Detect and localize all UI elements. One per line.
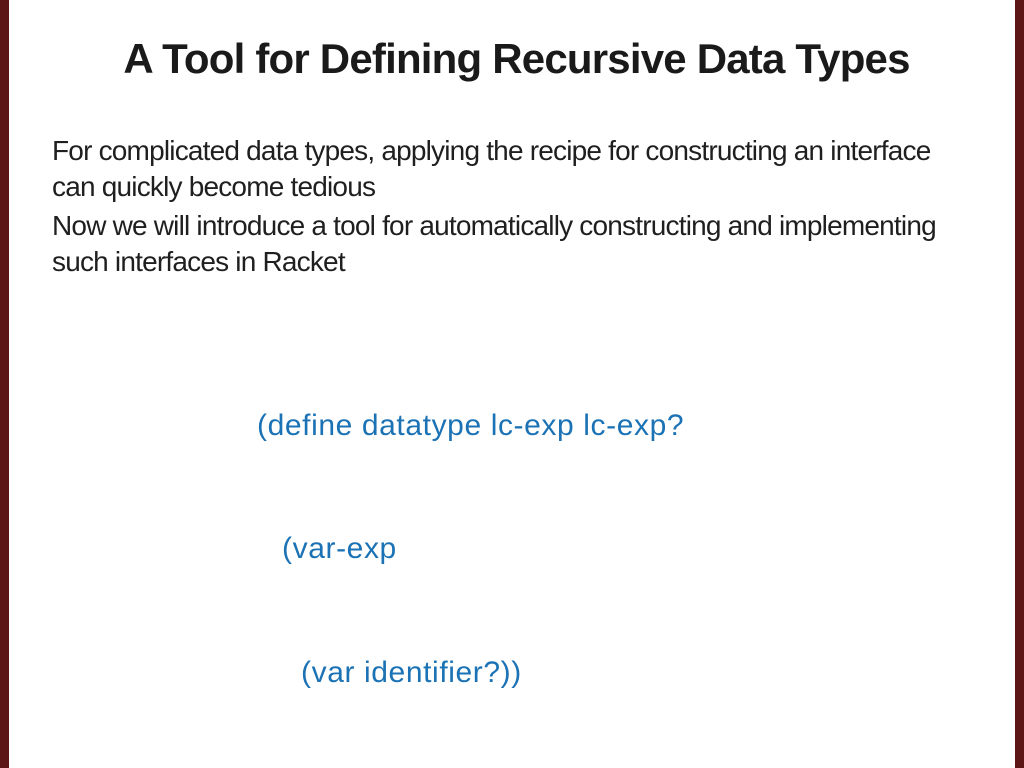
slide-title: A Tool for Defining Recursive Data Types <box>123 35 910 82</box>
left-edge-bar <box>0 0 9 768</box>
code-line: (define datatype lc-exp lc-exp? <box>257 408 685 442</box>
body-paragraph-1: For complicated data types, applying the… <box>52 133 984 205</box>
code-line: (var identifier?)) <box>301 656 522 690</box>
body-line: Now we will introduce a tool for automat… <box>52 210 937 241</box>
body-line: For complicated data types, applying the… <box>52 135 931 166</box>
body-line: can quickly become tedious <box>52 171 376 202</box>
body-paragraph-2: Now we will introduce a tool for automat… <box>52 208 984 280</box>
right-edge-bar <box>1015 0 1024 768</box>
code-block: (define datatype lc-exp lc-exp? (var-exp… <box>257 322 1004 768</box>
body-line: such interfaces in Racket <box>52 246 346 277</box>
code-line: (var-exp <box>282 532 397 566</box>
